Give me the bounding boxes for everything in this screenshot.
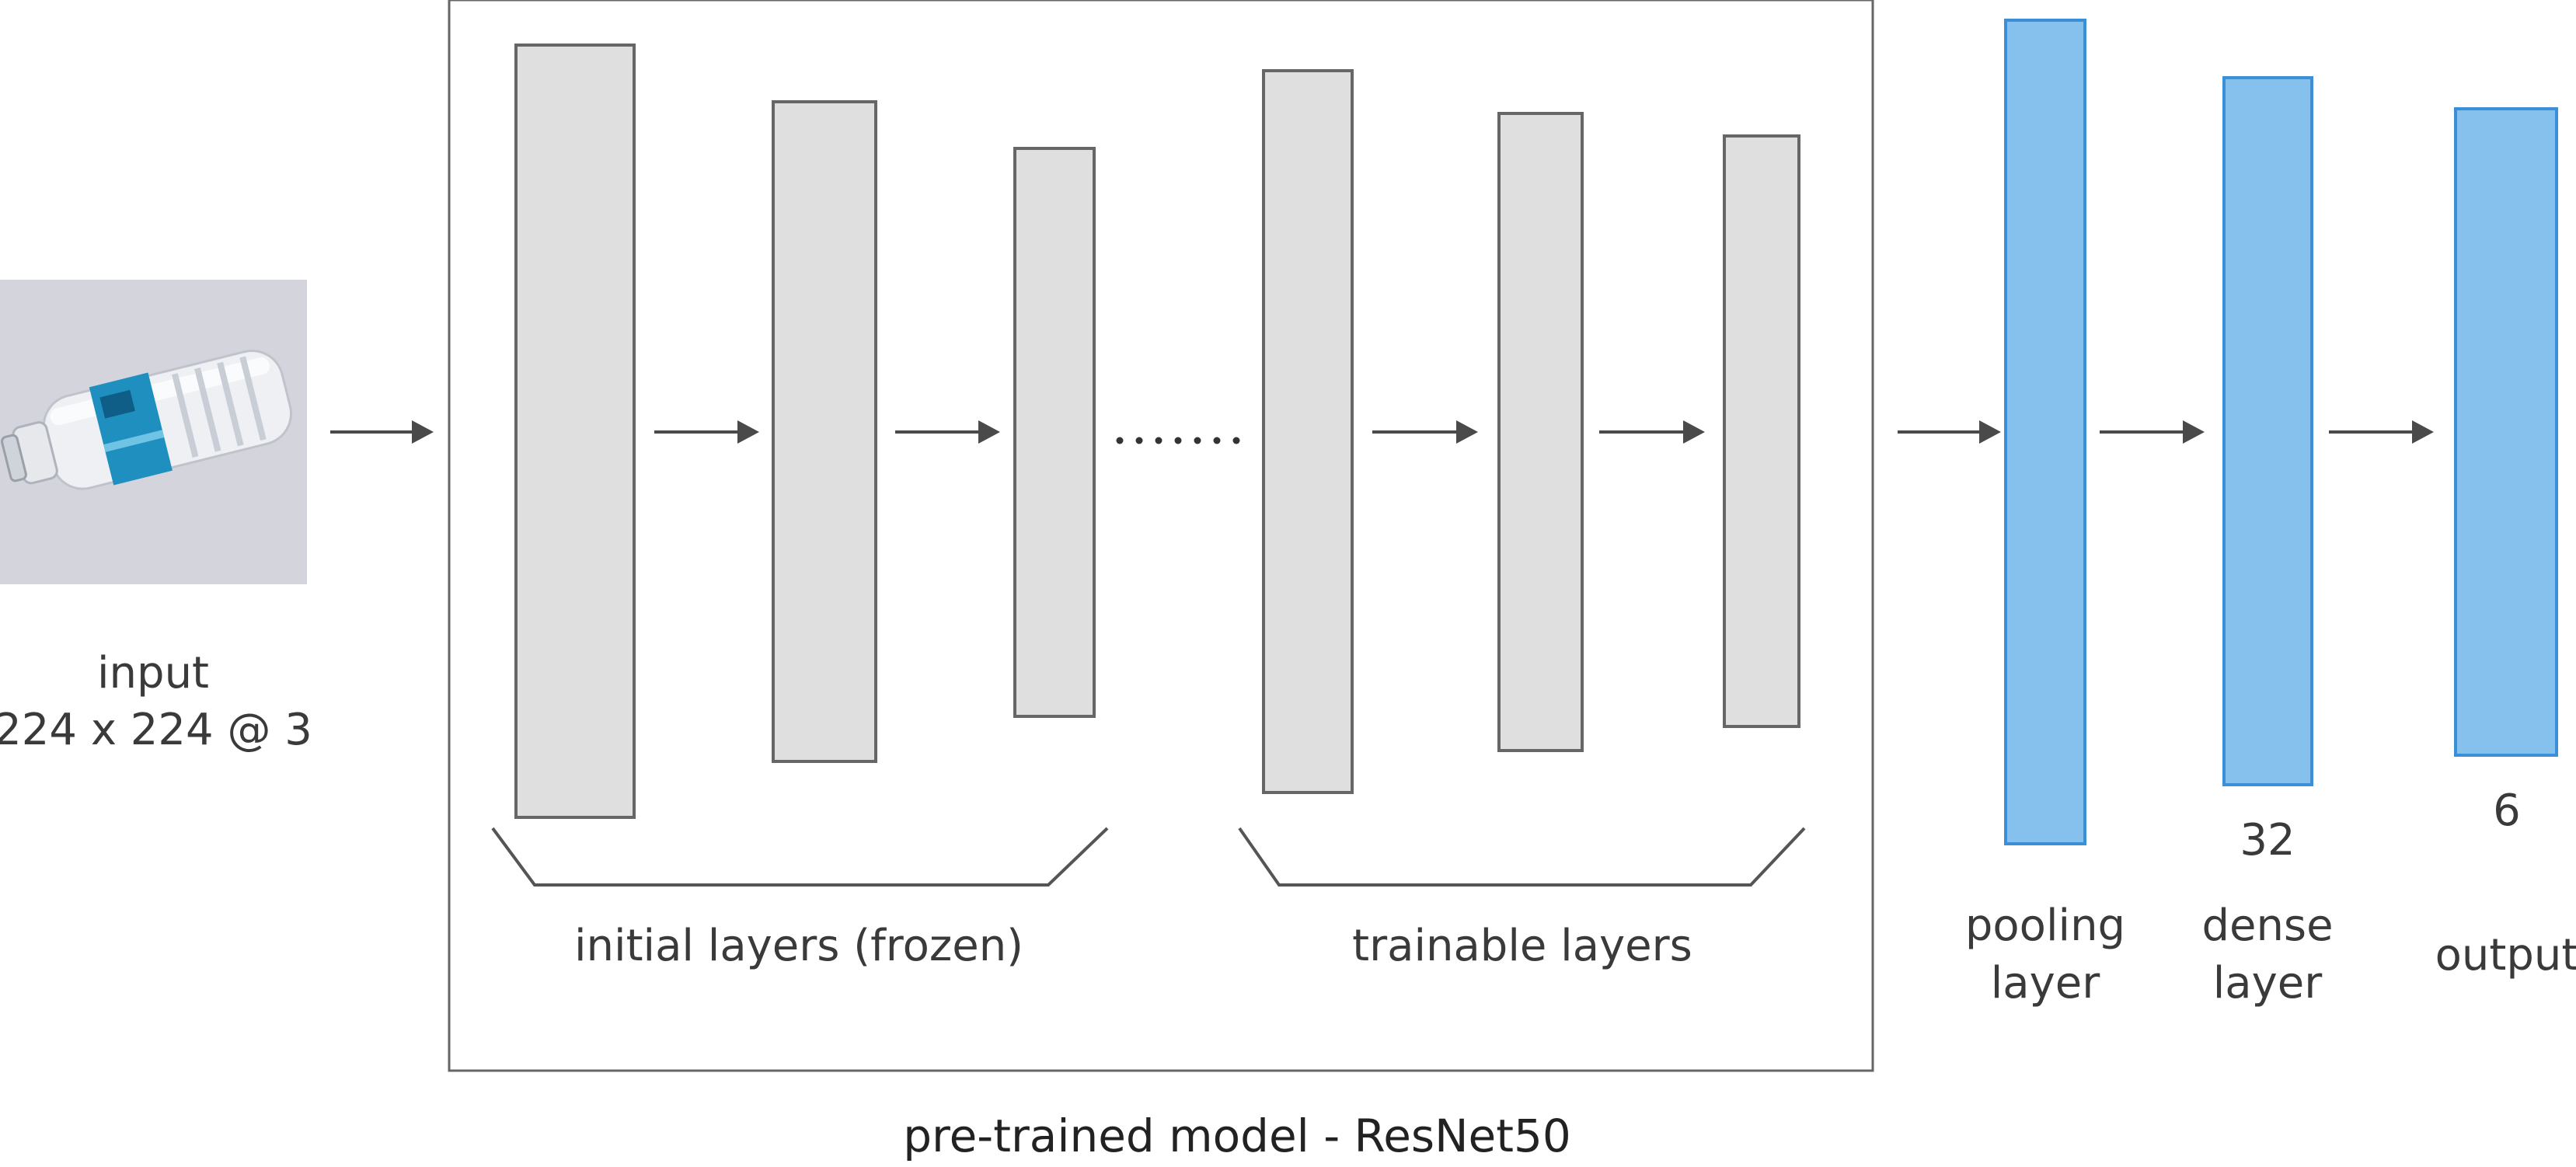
frozen-layer-3 xyxy=(1013,147,1096,718)
pooling-label-line2: layer xyxy=(1991,958,2100,1008)
arrow-4 xyxy=(1599,420,1705,444)
pooling-label-line1: pooling xyxy=(1965,901,2125,951)
arrow-input-to-model xyxy=(330,420,434,444)
pooling-layer xyxy=(2004,19,2086,845)
trainable-layer-1 xyxy=(1262,69,1354,794)
trainable-layers-label: trainable layers xyxy=(1352,921,1692,971)
pretrained-model-box xyxy=(448,0,1874,1072)
arrow-2 xyxy=(895,420,1000,444)
trainable-layers-bracket xyxy=(1238,827,1806,887)
dense-label-line2: layer xyxy=(2213,958,2323,1008)
output-layer xyxy=(2454,107,2558,757)
trainable-layer-2 xyxy=(1497,112,1584,752)
frozen-layer-2 xyxy=(772,100,877,763)
arrow-to-dense xyxy=(2100,420,2205,444)
arrow-to-output xyxy=(2329,420,2434,444)
water-bottle-icon xyxy=(1,349,293,490)
output-units: 6 xyxy=(2493,786,2521,836)
initial-layers-label: initial layers (frozen) xyxy=(574,921,1023,971)
input-image xyxy=(0,280,307,584)
arrow-1 xyxy=(654,420,759,444)
arrow-3 xyxy=(1372,420,1478,444)
ellipsis-dots xyxy=(1116,437,1240,444)
frozen-layer-1 xyxy=(514,44,636,819)
input-dims: 224 x 224 @ 3 xyxy=(0,705,312,755)
model-caption: pre-trained model - ResNet50 xyxy=(903,1110,1571,1162)
input-label: input xyxy=(97,648,209,698)
trainable-layer-3 xyxy=(1723,134,1800,728)
arrow-to-pooling xyxy=(1898,420,2001,444)
dense-label-line1: dense xyxy=(2201,901,2333,951)
dense-units: 32 xyxy=(2240,815,2295,866)
output-label: output xyxy=(2435,930,2576,981)
initial-layers-bracket xyxy=(491,827,1109,887)
dense-layer xyxy=(2222,76,2313,786)
